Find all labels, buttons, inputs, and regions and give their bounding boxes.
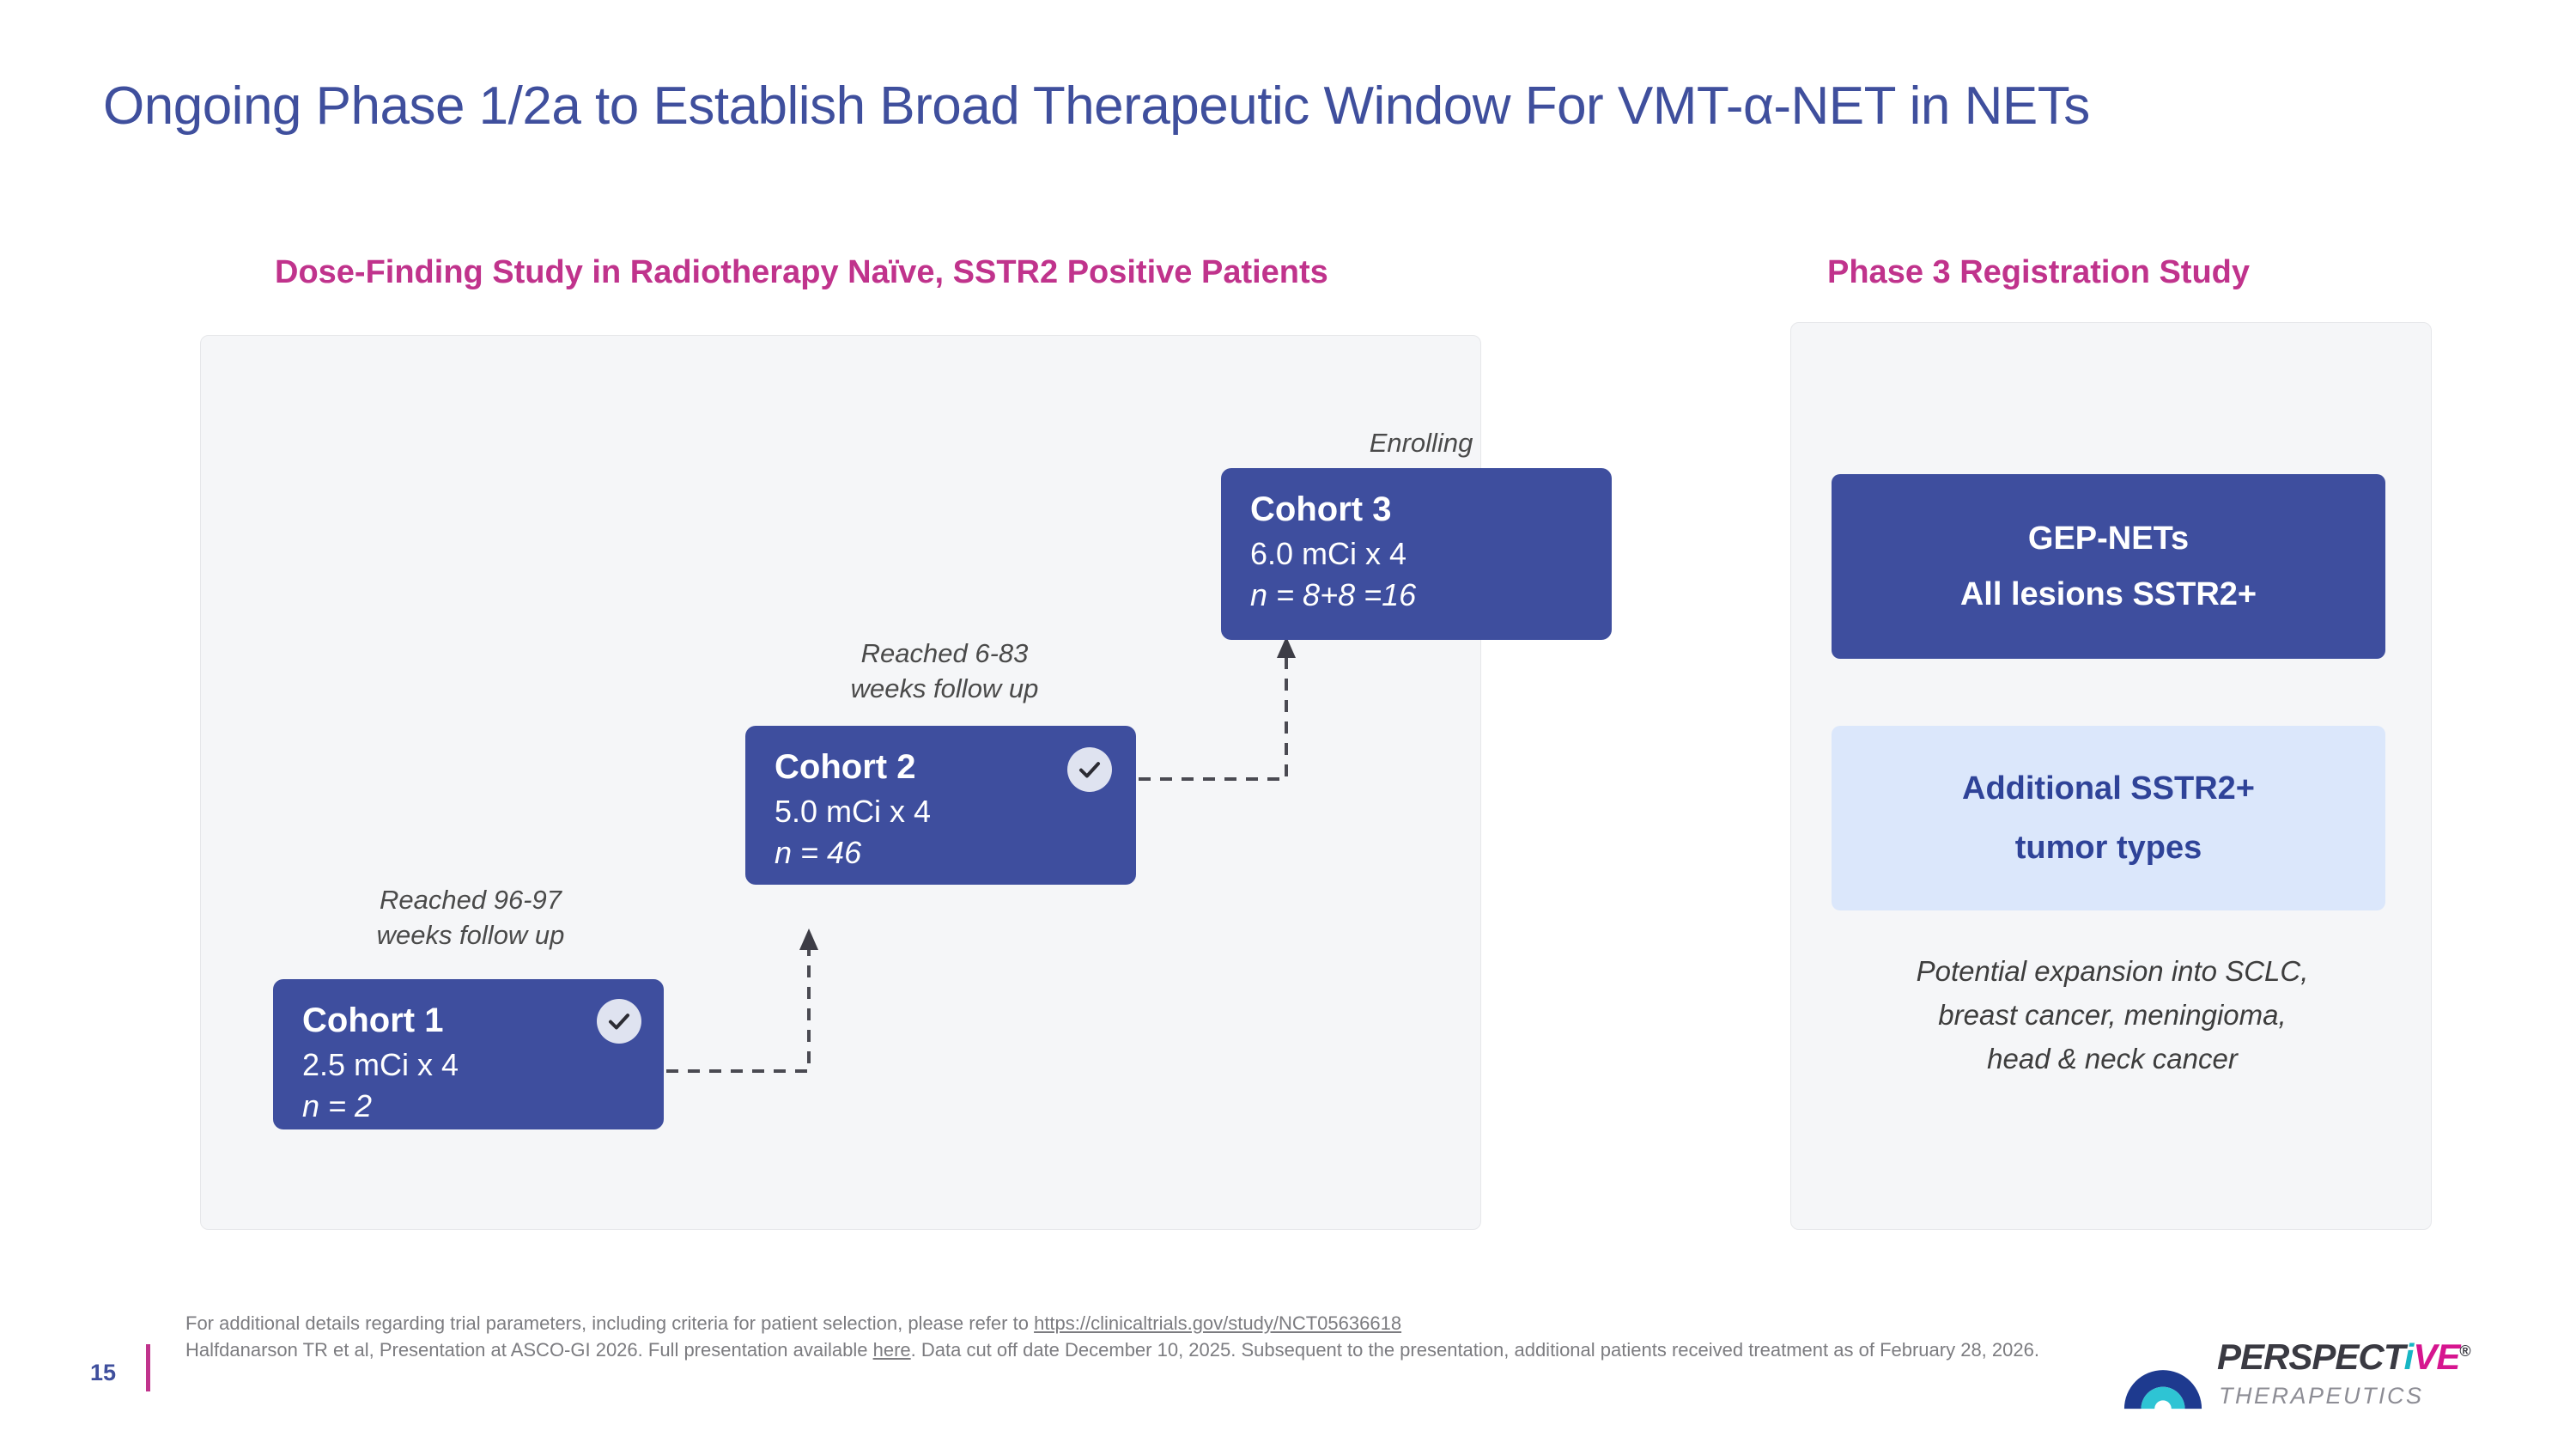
cohort-3-title: Cohort 3: [1250, 490, 1392, 528]
cohort-3-annotation: Enrolling: [1369, 428, 1473, 458]
check-circle-icon: [1067, 747, 1112, 792]
logo-word-ve: VE: [2413, 1336, 2460, 1377]
additional-line2: tumor types: [2014, 829, 2202, 866]
cohort-2-enrollment: n = 46: [775, 834, 862, 870]
footnote-line-2: Halfdanarson TR et al, Presentation at A…: [185, 1336, 2075, 1363]
additional-line1: Additional SSTR2+: [1962, 770, 2255, 807]
page-number: 15: [90, 1360, 117, 1385]
cohort-3-dose: 6.0 mCi x 4: [1250, 535, 1407, 571]
cohort-3-card[interactable]: Cohort 3 6.0 mCi x 4 n = 8+8 =16: [1221, 468, 1612, 640]
cohort-2-dose: 5.0 mCi x 4: [775, 793, 932, 829]
clinicaltrials-link[interactable]: https://clinicaltrials.gov/study/NCT0563…: [1034, 1312, 1402, 1334]
registered-mark-icon: ®: [2459, 1342, 2470, 1360]
cohort-1-title: Cohort 1: [302, 1002, 444, 1039]
footnote-line-1: For additional details regarding trial p…: [185, 1310, 2075, 1336]
section-heading-dose-finding: Dose-Finding Study in Radiotherapy Naïve…: [275, 254, 1328, 290]
cohort-2-card[interactable]: Cohort 2 5.0 mCi x 4 n = 46: [745, 726, 1136, 885]
cohort-1-dose: 2.5 mCi x 4: [302, 1046, 459, 1082]
footnote-2-text-pre: Halfdanarson TR et al, Presentation at A…: [185, 1339, 873, 1361]
logo-wordmark: PERSPECTiVE®: [2217, 1336, 2471, 1378]
here-link[interactable]: here: [872, 1339, 911, 1361]
footnote-1-text: For additional details regarding trial p…: [185, 1312, 1035, 1334]
logo-word-i: i: [2403, 1336, 2415, 1377]
perspective-arch-icon: [2123, 1370, 2202, 1409]
expansion-note: Potential expansion into SCLC,breast can…: [1916, 955, 2309, 1075]
additional-tumor-types-card[interactable]: Additional SSTR2+ tumor types: [1832, 726, 2385, 910]
gep-nets-line1: GEP-NETs: [2027, 520, 2190, 557]
cohort-1-card[interactable]: Cohort 1 2.5 mCi x 4 n = 2: [273, 979, 664, 1129]
cohort-1-enrollment: n = 2: [302, 1087, 373, 1123]
cohort-3-enrollment: n = 8+8 =16: [1250, 576, 1417, 612]
logo-subtitle: THERAPEUTICS: [2219, 1383, 2424, 1409]
section-heading-phase3: Phase 3 Registration Study: [1827, 254, 2251, 290]
gep-nets-card[interactable]: GEP-NETs All lesions SSTR2+: [1832, 474, 2385, 659]
gep-nets-line2: All lesions SSTR2+: [1959, 575, 2257, 612]
cohort-2-title: Cohort 2: [775, 748, 916, 786]
footnotes: For additional details regarding trial p…: [185, 1310, 2075, 1363]
logo-word-a: PERSPECT: [2217, 1336, 2405, 1377]
check-circle-icon: [597, 999, 641, 1044]
footer-divider: [146, 1344, 150, 1391]
page-title: Ongoing Phase 1/2a to Establish Broad Th…: [103, 76, 2090, 136]
footnote-2-text-post: . Data cut off date December 10, 2025. S…: [910, 1339, 2039, 1361]
company-logo: PERSPECTiVE® THERAPEUTICS: [2121, 1330, 2516, 1420]
